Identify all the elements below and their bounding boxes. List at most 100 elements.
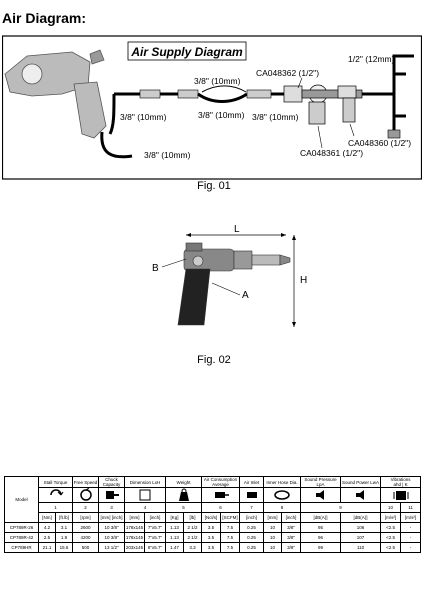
table-cell: 3.5: [201, 542, 222, 553]
table-cell: CP789R-42: [4, 532, 39, 543]
table-cell: 3/8": [281, 532, 302, 543]
air-supply-diagram: Air Supply Diagram 3/8" (10mm) 3/8" (10m…: [2, 35, 422, 180]
table-cell: 96: [300, 532, 342, 543]
filter-regulator-lubricator-icon: [283, 84, 363, 125]
table-cell: [m/s²]: [400, 512, 422, 523]
page-heading: Air Diagram:: [2, 10, 87, 26]
table-cell: 203x145: [124, 542, 145, 553]
sound-power-icon: [340, 487, 382, 503]
header-air-consumption: Air Consumption Average: [201, 476, 241, 488]
table-cell: [mm]: [263, 512, 283, 523]
figure-caption-1: Fig. 01: [197, 180, 231, 192]
table-cell: [Nm]: [38, 512, 56, 523]
table-cell: 13 1/2": [98, 542, 125, 553]
table-cell: 1: [38, 502, 73, 513]
coupler-3: [246, 89, 272, 99]
dimension-h-label: H: [300, 275, 307, 286]
table-cell: <2.5: [380, 532, 402, 543]
table-cell: CP789R-26: [4, 522, 39, 533]
table-cell: 1.13: [165, 522, 185, 533]
table-cell: [inch]: [143, 512, 167, 523]
hose-label-1: 3/8" (10mm): [194, 76, 241, 86]
coupler-2: [177, 89, 199, 99]
pipe-label: 1/2" (12mm): [348, 54, 395, 64]
table-cell: 15.6: [55, 542, 73, 553]
part-label-ca048362: CA048362 (1/2"): [256, 68, 319, 78]
spec-table: Model Stall Torque Free Speed Chuck Capa…: [4, 476, 422, 553]
table-cell: 2: [72, 502, 99, 513]
speed-icon: [72, 487, 99, 503]
table-cell: 7.5: [220, 532, 241, 543]
table-cell: [dB(A)]: [300, 512, 342, 523]
table-cell: 99: [300, 542, 342, 553]
hose-icon: [263, 487, 302, 503]
hose-label-3: 3/8" (10mm): [198, 110, 245, 120]
table-cell: 178x145: [124, 532, 145, 543]
air-inlet-icon: [239, 487, 265, 503]
header-dimension: Dimension LxH: [123, 476, 167, 488]
supply-pipe: [362, 54, 414, 136]
vibration-icon: [380, 487, 422, 503]
hose-label-5: 3/8" (10mm): [144, 150, 191, 160]
table-cell: 4.2: [38, 522, 56, 533]
table-cell: CP789HR: [4, 542, 39, 553]
model-header: Model: [4, 476, 39, 523]
dimension-icon: [123, 487, 167, 503]
table-cell: 7: [239, 502, 265, 513]
table-unit-row: [Nm][ft.lb][rpm][mm] [inch] [mm][inch][K…: [5, 512, 422, 523]
diagram-banner: Air Supply Diagram: [130, 45, 243, 59]
table-cell: [ft.lb]: [55, 512, 73, 523]
table-cell: 3: [98, 502, 125, 513]
header-stall-torque: Stall Torque: [38, 476, 73, 488]
header-air-inlet: Air Inlet: [239, 476, 265, 488]
table-cell: 7.5: [220, 522, 241, 533]
table-cell: -: [400, 522, 422, 533]
table-cell: 10: [263, 522, 283, 533]
table-cell: 7.5: [220, 542, 241, 553]
air-consumption-icon: [201, 487, 241, 503]
hose-label-4: 3/8" (10mm): [252, 112, 299, 122]
callout-b-label: B: [152, 263, 159, 274]
table-cell: 1.9: [55, 532, 73, 543]
table-icon-row: [5, 487, 422, 503]
table-cell: 2 1/2: [183, 532, 203, 543]
table-cell: 3/8": [281, 522, 302, 533]
table-cell: 10: [263, 542, 283, 553]
table-cell: 2.5: [38, 532, 56, 543]
table-cell: [m/s²]: [380, 512, 402, 523]
table-cell: 0.25: [239, 522, 265, 533]
table-cell: 3.3: [183, 542, 203, 553]
table-cell: 10 3/8": [98, 522, 125, 533]
table-cell: 21.1: [38, 542, 56, 553]
table-cell: [inch]: [281, 512, 302, 523]
table-cell: 8: [263, 502, 302, 513]
table-cell: -: [400, 532, 422, 543]
table-cell: 0.25: [239, 532, 265, 543]
part-label-ca048360: CA048360 (1/2"): [348, 138, 411, 148]
drain-valve-icon: [387, 129, 401, 139]
header-sound-pressure: Sound Pressure LpA: [300, 476, 342, 488]
table-cell: 107: [340, 532, 382, 543]
table-cell: 8"x5.7": [143, 542, 167, 553]
figure-caption-2: Fig. 02: [197, 354, 231, 366]
table-cell: 10: [380, 502, 402, 513]
table-cell: 3.5: [201, 532, 222, 543]
table-header-row: Model Stall Torque Free Speed Chuck Capa…: [4, 476, 422, 523]
coupler-1: [139, 89, 161, 99]
table-cell: 10: [263, 532, 283, 543]
table-cell: [dB(A)]: [340, 512, 382, 523]
table-cell: 95: [300, 522, 342, 533]
header-sound-power: Sound Power LwA: [340, 476, 382, 488]
table-cell: 10 3/8": [98, 532, 125, 543]
table-cell: [rpm]: [72, 512, 99, 523]
header-weight: Weight: [165, 476, 203, 488]
dimension-l-label: L: [234, 225, 240, 235]
table-cell: 500: [72, 542, 99, 553]
table-cell: 0.25: [239, 542, 265, 553]
table-cell: [SCFM]: [220, 512, 241, 523]
table-cell: 7"x5.7": [143, 522, 167, 533]
